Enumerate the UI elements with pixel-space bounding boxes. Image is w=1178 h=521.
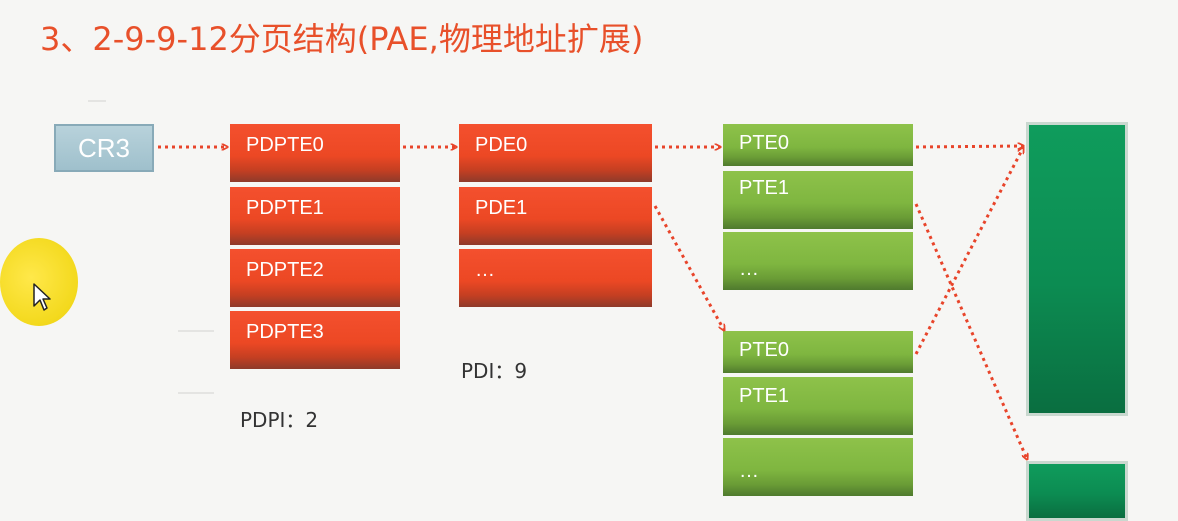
cr3-register: CR3	[54, 124, 154, 172]
pde-0: PDE0	[459, 124, 652, 182]
pde-ellipsis: …	[459, 249, 652, 307]
faint-mark	[178, 330, 214, 332]
faint-mark	[88, 100, 106, 102]
faint-mark	[178, 392, 214, 394]
pt1-pte-0: PTE0	[723, 124, 913, 166]
arrow-pt1-pte1-to-page2	[914, 203, 1027, 459]
pdpte-2: PDPTE2	[230, 249, 400, 307]
pdpi-label: PDPI：2	[240, 408, 319, 432]
pt2-pte-1: PTE1	[723, 377, 913, 435]
pdpte-1: PDPTE1	[230, 187, 400, 245]
cursor-highlight	[0, 238, 78, 326]
pde-1: PDE1	[459, 187, 652, 245]
arrow-pde1-to-pt2	[653, 205, 724, 330]
pt2-pte-ellipsis: …	[723, 438, 913, 496]
pdpte-0: PDPTE0	[230, 124, 400, 182]
physical-page-1	[1026, 122, 1128, 416]
physical-page-2	[1026, 461, 1128, 521]
pt2-pte-0: PTE0	[723, 331, 913, 373]
pt1-pte-1: PTE1	[723, 171, 913, 229]
arrow-pt2-pte0-to-page1	[914, 148, 1023, 355]
pt1-pte-ellipsis: …	[723, 232, 913, 290]
slide-title: 3、2-9-9-12分页结构(PAE,物理地址扩展)	[40, 20, 644, 58]
pdi-label: PDI：9	[461, 359, 528, 383]
arrow-pt1-pte0-to-page1	[915, 146, 1023, 147]
pdpte-3: PDPTE3	[230, 311, 400, 369]
mouse-pointer-icon	[33, 283, 51, 311]
